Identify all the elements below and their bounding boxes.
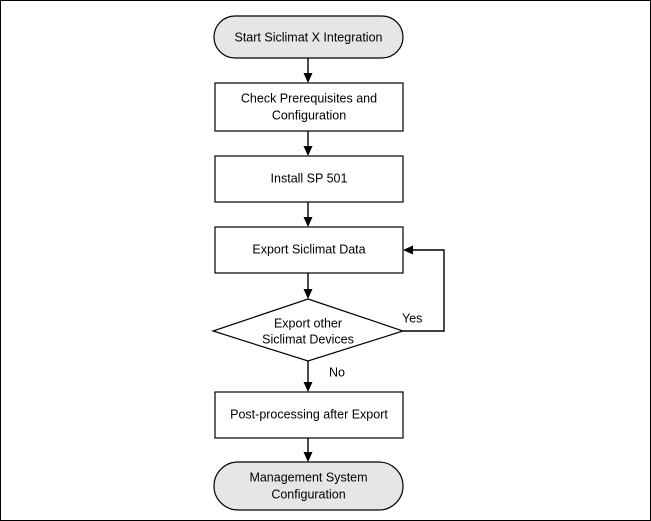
edge-start-to-check xyxy=(303,57,313,83)
arrowhead-icon xyxy=(303,452,313,462)
node-end-label-line2: Configuration xyxy=(271,487,345,501)
process-shape[interactable] xyxy=(214,226,404,274)
process-shape[interactable] xyxy=(214,391,404,439)
node-end-label-line1: Management System xyxy=(249,470,367,484)
arrowhead-icon xyxy=(303,217,313,227)
node-decision-label-line1: Export other xyxy=(274,316,342,330)
terminator-shape[interactable] xyxy=(213,15,404,59)
node-export-siclimat-data[interactable]: Export Siclimat Data xyxy=(214,226,404,274)
edge-export-to-decision xyxy=(303,272,313,299)
arrowhead-icon xyxy=(403,245,413,255)
terminator-shape[interactable] xyxy=(213,461,404,511)
arrowhead-icon xyxy=(303,146,313,156)
decision-shape[interactable] xyxy=(211,298,405,362)
process-shape[interactable] xyxy=(214,82,404,132)
node-install-sp501-label: Install SP 501 xyxy=(271,171,348,185)
node-export-siclimat-data-label: Export Siclimat Data xyxy=(252,242,365,256)
node-check-prerequisites-label-line1: Check Prerequisites and xyxy=(241,91,377,105)
edge-label-yes: Yes xyxy=(402,311,422,325)
node-start[interactable]: Start Siclimat X Integration xyxy=(213,15,404,59)
node-decision-label-line2: Siclimat Devices xyxy=(262,332,354,346)
edge-check-to-install xyxy=(303,131,313,156)
edge-install-to-export xyxy=(303,201,313,227)
edge-label-no: No xyxy=(329,365,345,379)
node-post-processing[interactable]: Post-processing after Export xyxy=(214,391,404,439)
node-decision-export-other[interactable]: Export other Siclimat Devices xyxy=(211,298,405,362)
edge-decision-yes-loop xyxy=(403,245,445,332)
arrowhead-icon xyxy=(303,73,313,83)
arrowhead-icon xyxy=(303,289,313,299)
edge-decision-no xyxy=(303,361,313,392)
node-start-label: Start Siclimat X Integration xyxy=(235,30,383,44)
process-shape[interactable] xyxy=(214,155,404,203)
edge-line xyxy=(403,249,445,332)
edge-post-to-end xyxy=(303,438,313,462)
arrowhead-icon xyxy=(303,382,313,392)
node-end[interactable]: Management System Configuration xyxy=(213,461,404,511)
node-check-prerequisites-label-line2: Configuration xyxy=(272,108,346,122)
node-check-prerequisites[interactable]: Check Prerequisites and Configuration xyxy=(214,82,404,132)
node-post-processing-label: Post-processing after Export xyxy=(230,407,388,421)
node-install-sp501[interactable]: Install SP 501 xyxy=(214,155,404,203)
